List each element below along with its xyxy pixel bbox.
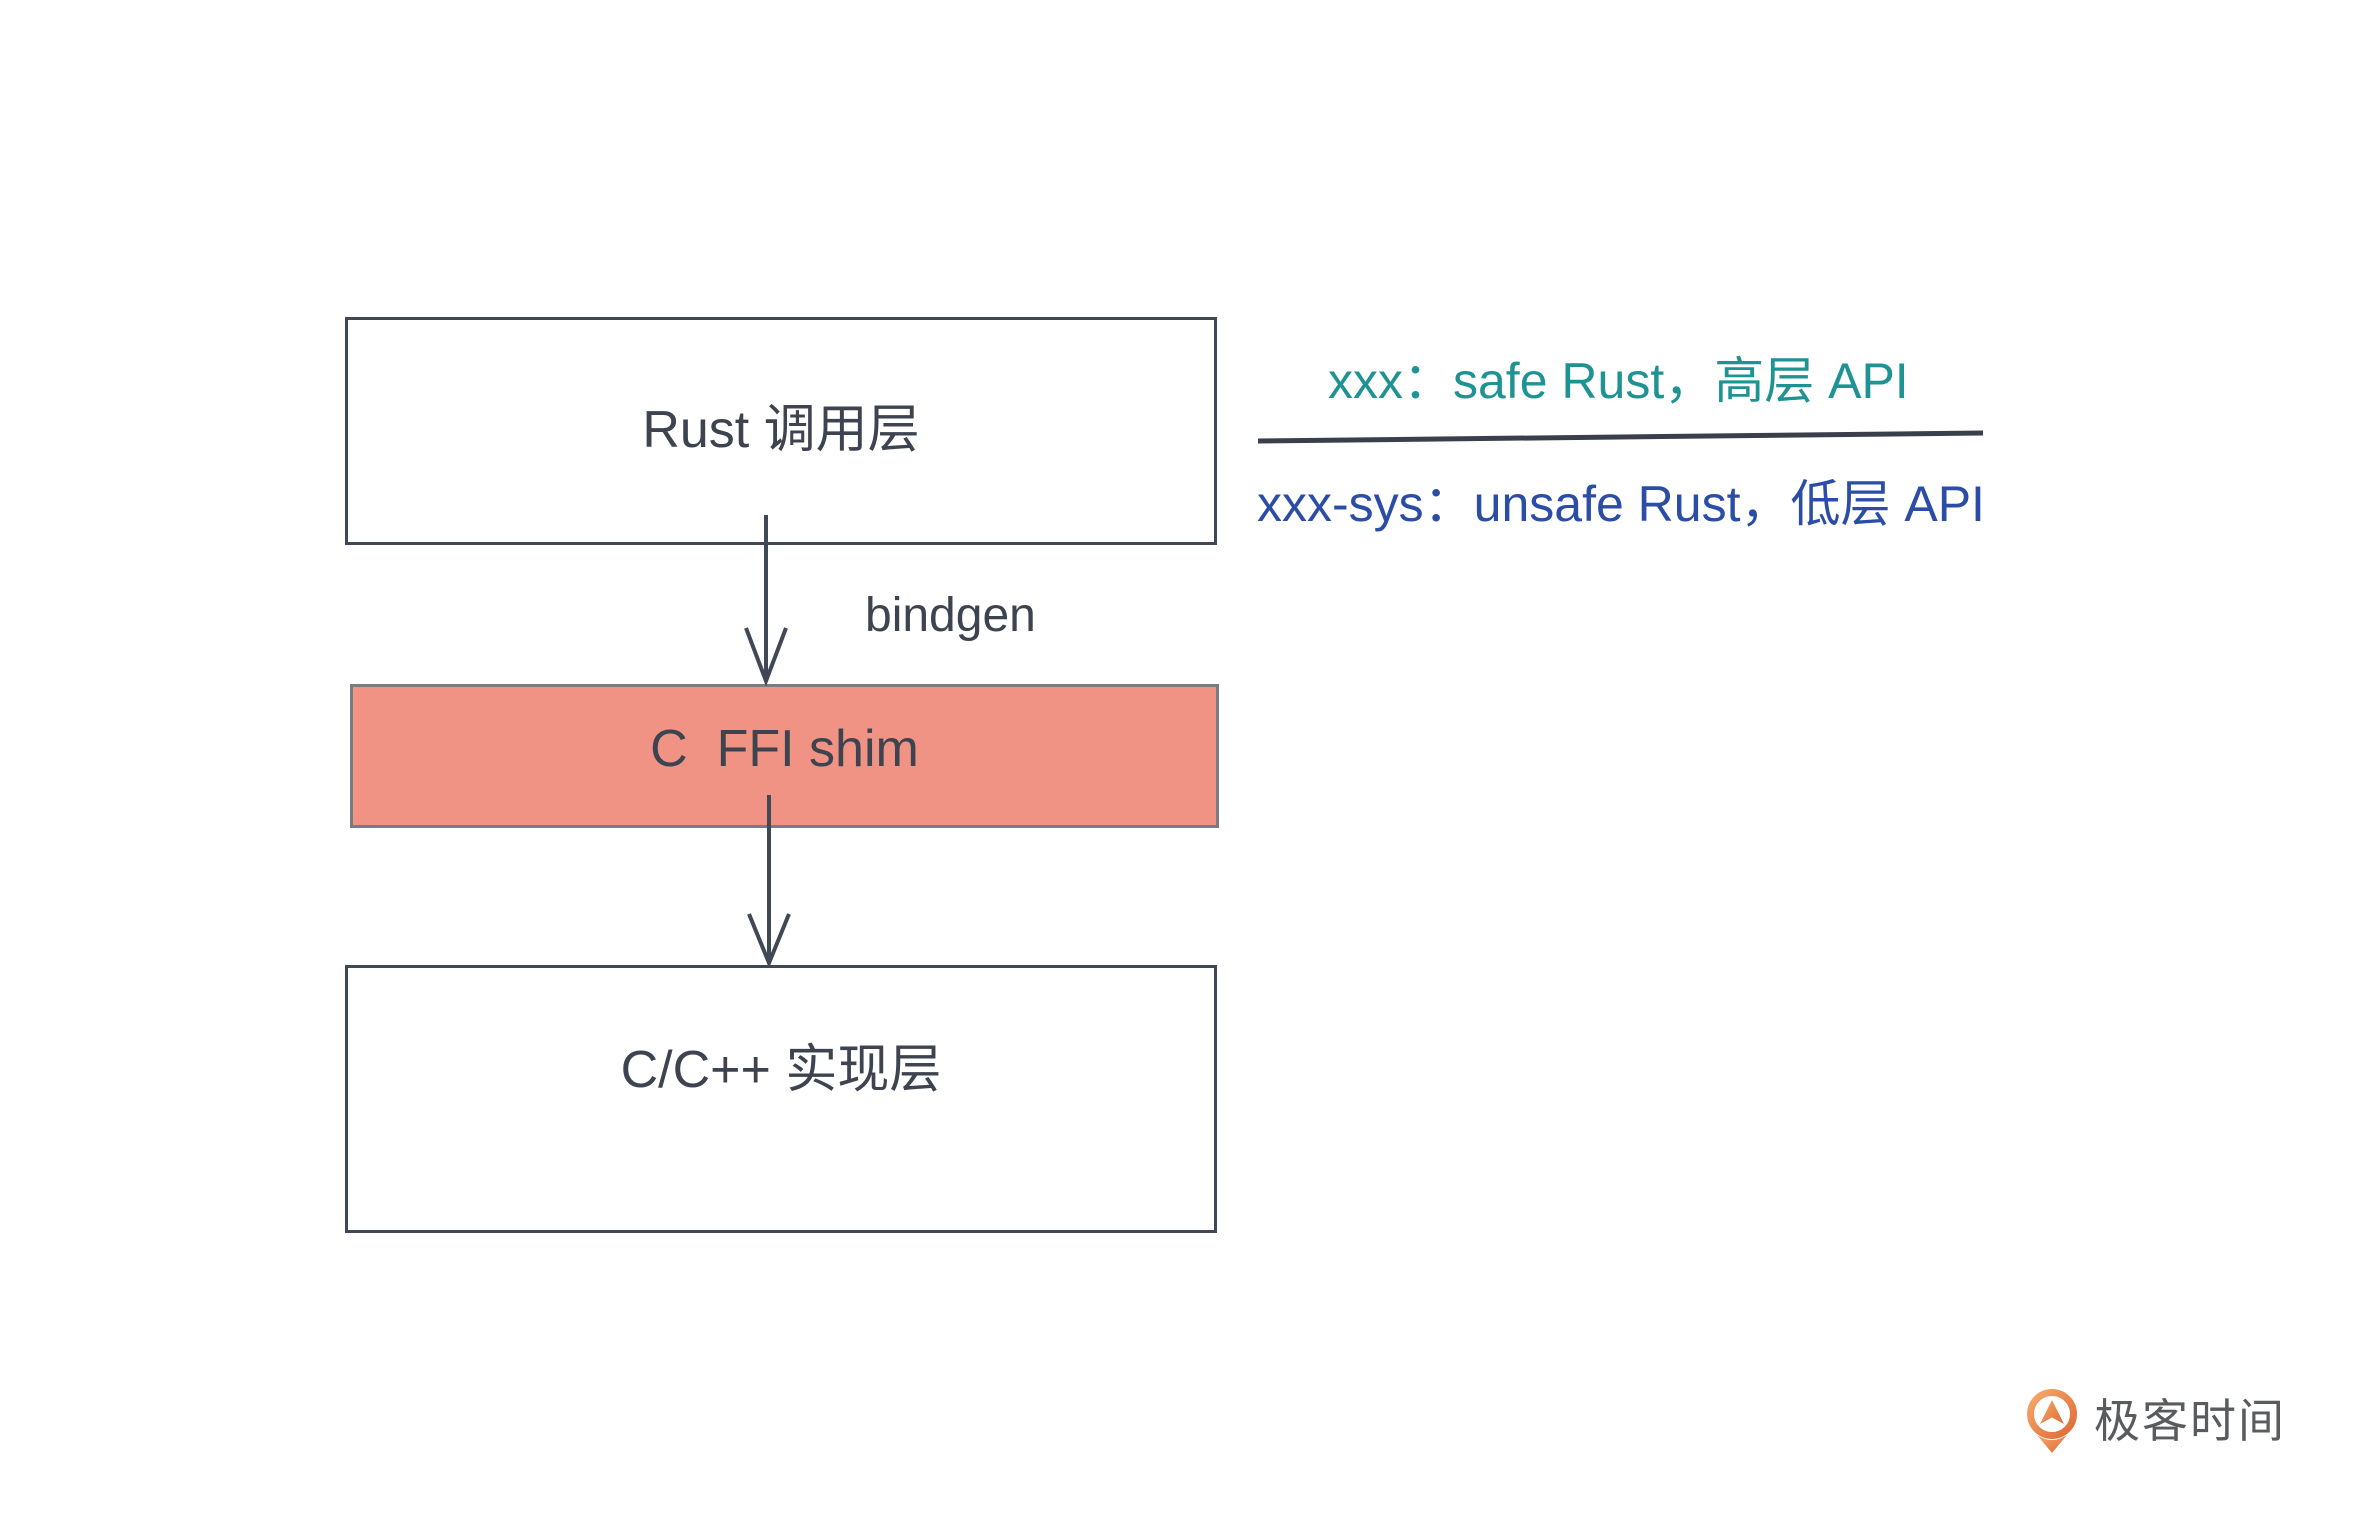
geektime-logo-icon — [2027, 1389, 2077, 1453]
legend-divider-line — [1257, 430, 1984, 444]
c-ffi-shim-label: C FFI shim — [650, 720, 919, 779]
c-impl-layer-label: C/C++ 实现层 — [620, 1041, 942, 1100]
c-impl-layer-box: C/C++ 实现层 — [345, 965, 1217, 1233]
legend-unsafe-text: xxx-sys：unsafe Rust，低层 API — [1257, 476, 1985, 532]
bindgen-label: bindgen — [865, 589, 1036, 642]
rust-layer-box: Rust 调用层 — [345, 317, 1217, 545]
c-ffi-shim-box: C FFI shim — [350, 684, 1219, 828]
rust-layer-label: Rust 调用层 — [642, 401, 920, 460]
geektime-logo: 极客时间 — [2022, 1388, 2286, 1454]
geektime-brand-text: 极客时间 — [2094, 1394, 2286, 1447]
legend-safe-text: xxx：safe Rust，高层 API — [1328, 353, 1909, 409]
